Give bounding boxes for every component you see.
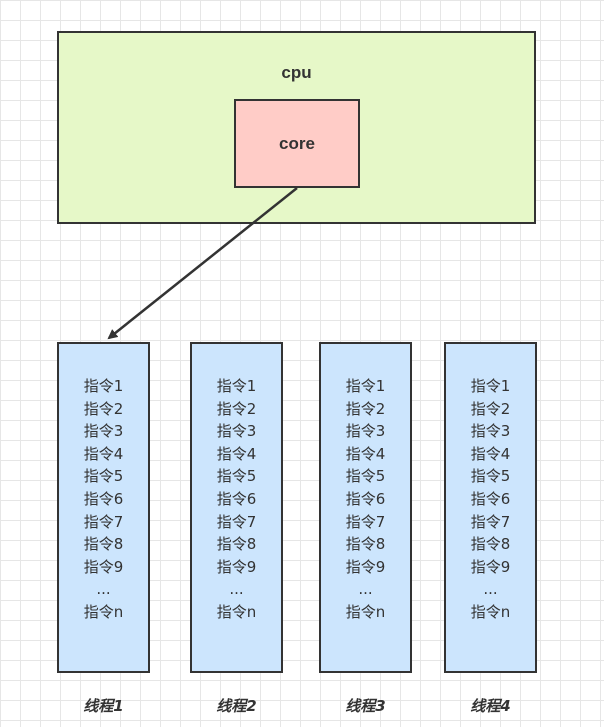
instruction-ellipsis: ... — [96, 580, 111, 599]
instruction-item: 指令n — [345, 602, 386, 621]
thread-box-4: 指令1 指令2 指令3 指令4 指令5 指令6 指令7 指令8 指令9 ... … — [444, 342, 537, 673]
core-label: core — [279, 133, 315, 153]
instruction-item: 指令5 — [83, 467, 124, 486]
instruction-item: 指令4 — [470, 444, 511, 463]
instruction-item: 指令3 — [470, 422, 511, 441]
instruction-item: 指令1 — [345, 377, 386, 395]
instruction-item: 指令4 — [345, 444, 386, 463]
instruction-item: 指令8 — [83, 535, 124, 554]
thread-box-1: 指令1 指令2 指令3 指令4 指令5 指令6 指令7 指令8 指令9 ... … — [57, 342, 150, 673]
instruction-item: 指令2 — [216, 399, 257, 418]
instruction-item: 指令7 — [470, 512, 511, 531]
instruction-ellipsis: ... — [483, 580, 498, 599]
instruction-item: 指令9 — [83, 557, 124, 576]
instruction-item: 指令4 — [83, 444, 124, 463]
instruction-item: 指令n — [216, 602, 257, 621]
instruction-item: 指令2 — [470, 399, 511, 418]
instruction-item: 指令8 — [345, 535, 386, 554]
instruction-item: 指令5 — [216, 467, 257, 486]
instruction-item: 指令6 — [216, 489, 257, 508]
instruction-item: 指令5 — [345, 467, 386, 486]
instruction-item: 指令9 — [216, 557, 257, 576]
instruction-item: 指令6 — [83, 489, 124, 508]
instruction-item: 指令7 — [216, 512, 257, 531]
instruction-item: 指令1 — [216, 377, 257, 395]
thread-label-1: 线程1 — [83, 697, 124, 715]
instruction-item: 指令1 — [470, 377, 511, 395]
instruction-ellipsis: ... — [229, 580, 244, 599]
instruction-item: 指令7 — [345, 512, 386, 531]
thread-box-3: 指令1 指令2 指令3 指令4 指令5 指令6 指令7 指令8 指令9 ... … — [319, 342, 412, 673]
thread-box-2: 指令1 指令2 指令3 指令4 指令5 指令6 指令7 指令8 指令9 ... … — [190, 342, 283, 673]
instruction-item: 指令6 — [345, 489, 386, 508]
thread-label-2: 线程2 — [216, 697, 257, 715]
cpu-label: cpu — [281, 63, 312, 82]
instruction-item: 指令3 — [345, 422, 386, 441]
instruction-item: 指令1 — [83, 377, 124, 395]
core-box: core — [234, 99, 360, 188]
instruction-item: 指令3 — [83, 422, 124, 441]
instruction-ellipsis: ... — [358, 580, 373, 599]
instruction-item: 指令7 — [83, 512, 124, 531]
instruction-item: 指令5 — [470, 467, 511, 486]
instruction-item: 指令8 — [470, 535, 511, 554]
instruction-item: 指令2 — [345, 399, 386, 418]
instruction-item: 指令2 — [83, 399, 124, 418]
instruction-item: 指令n — [83, 602, 124, 621]
instruction-item: 指令n — [470, 602, 511, 621]
instruction-item: 指令6 — [470, 489, 511, 508]
instruction-item: 指令9 — [345, 557, 386, 576]
thread-label-3: 线程3 — [345, 697, 386, 715]
thread-label-4: 线程4 — [470, 697, 511, 715]
instruction-item: 指令3 — [216, 422, 257, 441]
instruction-item: 指令4 — [216, 444, 257, 463]
instruction-item: 指令8 — [216, 535, 257, 554]
instruction-item: 指令9 — [470, 557, 511, 576]
